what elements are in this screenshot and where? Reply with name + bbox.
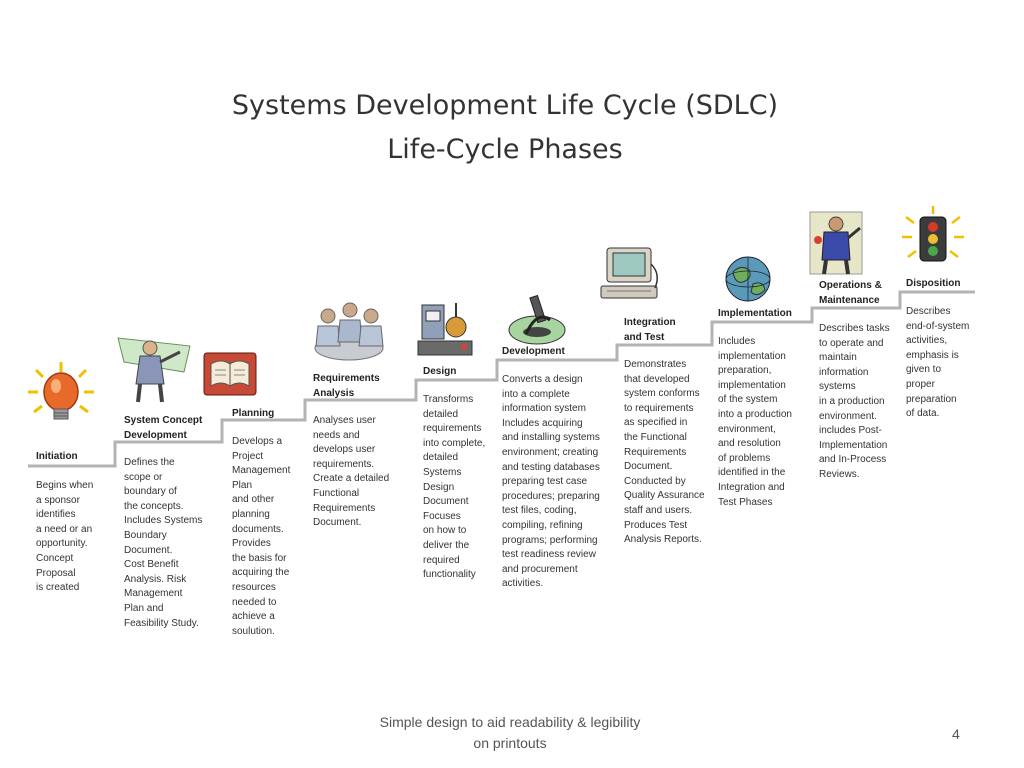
computer-icon: [600, 247, 658, 299]
person-concept-icon: [117, 337, 191, 403]
lightbulb-icon: [28, 362, 94, 420]
phase-name-disposition: Disposition: [906, 278, 961, 289]
phase-name-integration: Integration and Test: [624, 317, 676, 343]
title-line-1: Systems Development Life Cycle (SDLC): [231, 90, 779, 121]
phase-name-development: Development: [502, 346, 565, 357]
phase-desc-system-concept: Defines the scope or boundary of the con…: [124, 457, 203, 629]
worker-icon: [809, 211, 863, 275]
phase-name-operations: Operations & Maintenance: [819, 280, 882, 306]
phase-name-design: Design: [423, 366, 457, 377]
book-icon: [203, 352, 257, 396]
phase-desc-design: Transforms detailed requirements into co…: [423, 394, 486, 581]
traffic-light-icon: [902, 206, 964, 262]
phase-name-planning: Planning: [232, 408, 275, 419]
title-line-2: Life-Cycle Phases: [387, 134, 623, 165]
team-meeting-icon: [314, 302, 384, 361]
phase-name-initiation: Initiation: [36, 451, 78, 462]
microscope-icon: [508, 294, 566, 345]
footer-note: Simple design to aid readability & legib…: [379, 714, 641, 751]
phase-name-implementation: Implementation: [718, 308, 792, 319]
page-number: 4: [952, 726, 960, 742]
phase-desc-initiation: Begins when a sponsor identifies a need …: [36, 480, 94, 594]
phase-desc-implementation: Includes implementation preparation, imp…: [718, 336, 792, 508]
lab-equipment-icon: [417, 303, 473, 356]
phase-desc-integration: Demonstrates that developed system confo…: [624, 359, 705, 546]
phase-desc-development: Converts a design into a complete inform…: [502, 374, 600, 590]
phase-name-requirements: Requirements Analysis: [313, 373, 380, 399]
phase-desc-requirements: Analyses user needs and develops user re…: [313, 415, 390, 529]
globe-icon: [725, 256, 771, 302]
phase-desc-operations: Describes tasks to operate and maintain …: [819, 323, 890, 480]
phase-desc-planning: Develops a Project Management Plan and o…: [232, 436, 291, 637]
phase-desc-disposition: Describes end-of-system activities, emph…: [906, 306, 970, 420]
phase-name-system-concept: System Concept Development: [124, 415, 203, 441]
